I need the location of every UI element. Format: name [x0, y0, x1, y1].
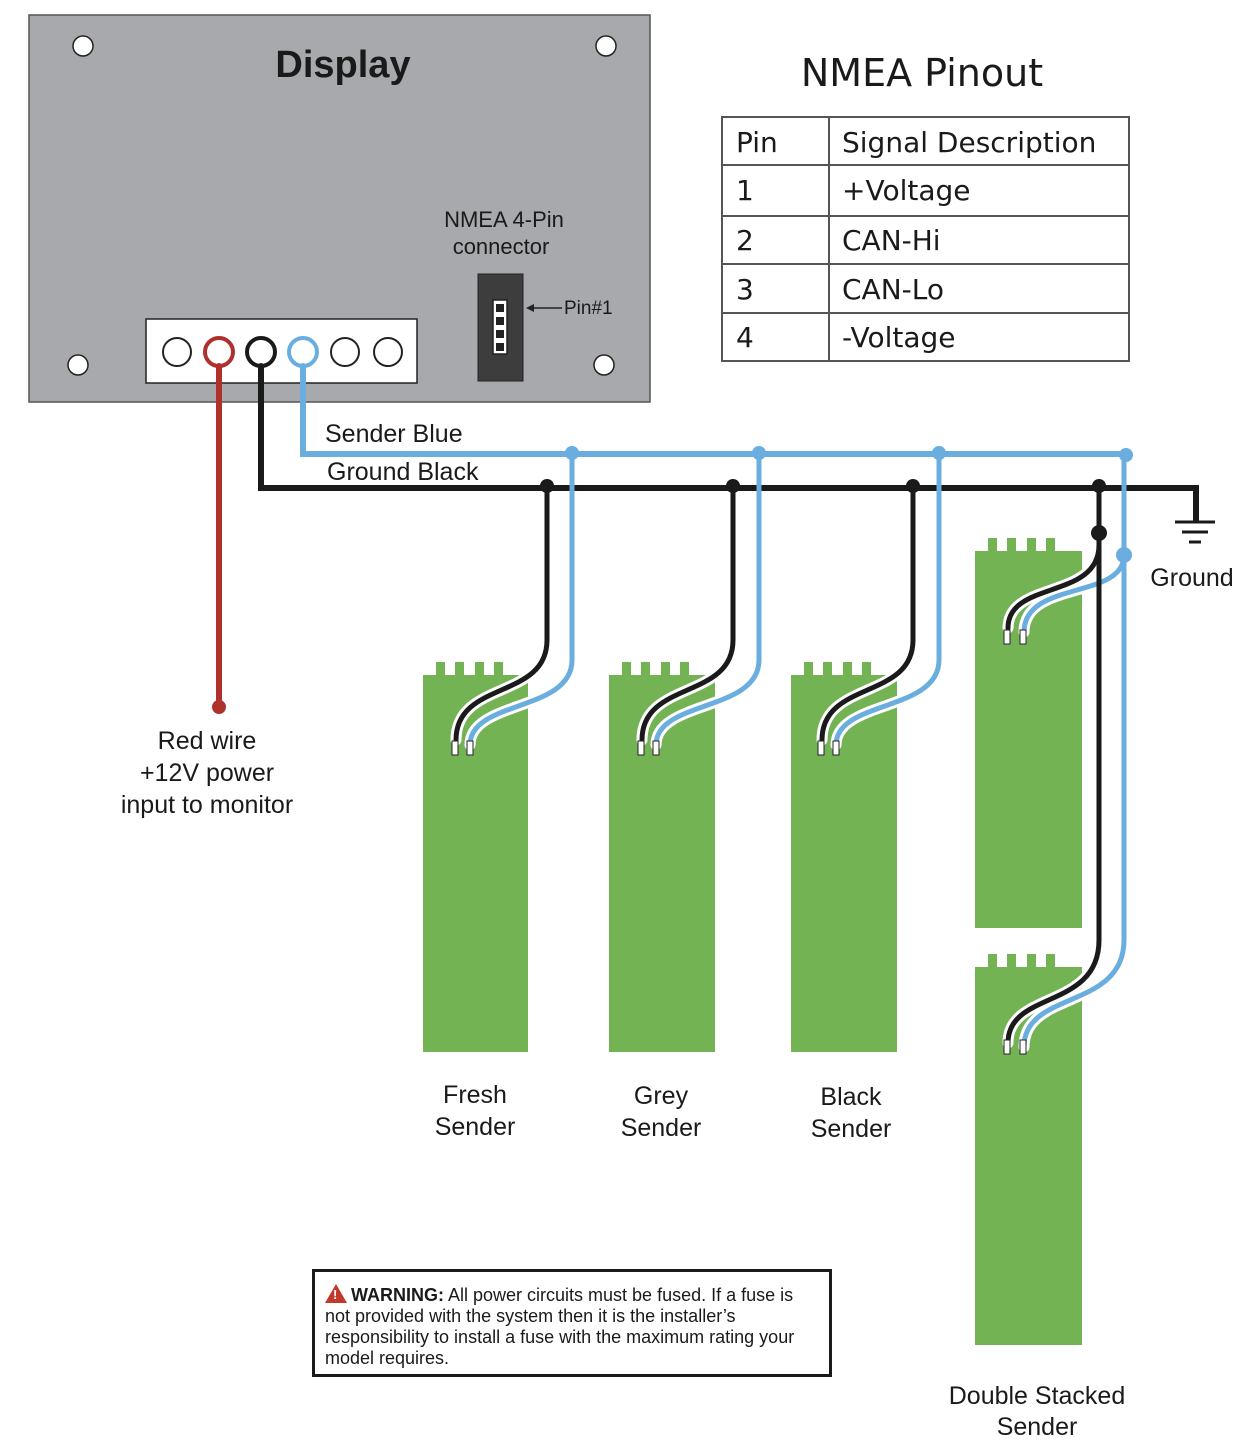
terminal-blue-icon — [287, 336, 319, 368]
grey-sender-label-line2: Sender — [621, 1114, 702, 1142]
display-title: Display — [275, 44, 410, 86]
terminal-icon — [330, 337, 360, 367]
mounting-hole-icon — [593, 354, 615, 376]
sender-drops — [453, 451, 1127, 1050]
sender-bodies — [423, 538, 1082, 1345]
mounting-hole-icon — [595, 35, 617, 57]
connector-label-line2: connector — [453, 234, 550, 259]
ground-black-label: Ground Black — [327, 458, 479, 486]
stacked-sender-label-line2: Sender — [997, 1413, 1078, 1441]
black-sender-label-line2: Sender — [811, 1115, 892, 1143]
display-panel: Display NMEA 4-Pin connector Pin#1 — [28, 14, 651, 403]
pinout-header-pin: Pin — [736, 126, 778, 159]
pinout-row-signal: +Voltage — [842, 174, 971, 207]
pinout-row-signal: -Voltage — [842, 321, 956, 354]
nmea-connector-icon — [477, 273, 524, 382]
junction-dots — [212, 446, 1133, 714]
terminal-block — [145, 318, 418, 384]
ground-label: Ground — [1150, 564, 1233, 592]
pin1-arrow-icon — [526, 304, 562, 312]
grey-sender-label-line1: Grey — [634, 1082, 689, 1110]
red-wire-label-line3: input to monitor — [121, 791, 293, 819]
mounting-hole-icon — [72, 35, 94, 57]
fresh-sender-label-line1: Fresh — [443, 1081, 507, 1109]
stacked-sender-label-line1: Double Stacked — [949, 1382, 1126, 1410]
sender-blue-bus — [300, 363, 1129, 457]
sender-terminals — [451, 629, 1027, 1055]
terminal-red-icon — [203, 336, 235, 368]
warning-text: All power circuits must be fused. If a f… — [325, 1285, 795, 1368]
mounting-hole-icon — [67, 354, 89, 376]
stacked-sender-top-body — [975, 538, 1082, 928]
warning-triangle-icon — [325, 1284, 347, 1303]
fresh-sender-body — [423, 662, 528, 1052]
pinout-row-pin: 4 — [736, 321, 754, 354]
pinout-row-pin: 2 — [736, 224, 754, 257]
grey-sender-body — [609, 662, 715, 1052]
black-sender-label-line1: Black — [820, 1083, 882, 1111]
terminal-icon — [162, 337, 192, 367]
red-wire-label-line1: Red wire — [158, 727, 257, 755]
terminal-black-icon — [245, 336, 277, 368]
pinout-row-signal: CAN-Hi — [842, 224, 941, 257]
pinout-header-signal: Signal Description — [842, 126, 1096, 159]
stacked-sender-bottom-body — [975, 954, 1082, 1345]
red-wire-label-line2: +12V power — [140, 759, 274, 787]
connector-label-line1: NMEA 4-Pin — [444, 207, 564, 232]
pinout-title: NMEA Pinout — [801, 51, 1043, 95]
warning-box: WARNING: All power circuits must be fuse… — [312, 1269, 832, 1377]
pinout-row-pin: 1 — [736, 174, 754, 207]
pinout-row-signal: CAN-Lo — [842, 273, 944, 306]
black-sender-body — [791, 662, 897, 1052]
sender-blue-label: Sender Blue — [325, 420, 463, 448]
pinout-row-pin: 3 — [736, 273, 754, 306]
terminal-icon — [373, 337, 403, 367]
fresh-sender-label-line2: Sender — [435, 1113, 516, 1141]
nmea-pinout-table: NMEA Pinout Pin Signal Description 1 +Vo… — [721, 51, 1130, 362]
ground-symbol-icon — [1175, 520, 1215, 544]
pin1-label: Pin#1 — [564, 298, 613, 319]
warning-heading: WARNING: — [351, 1285, 444, 1305]
